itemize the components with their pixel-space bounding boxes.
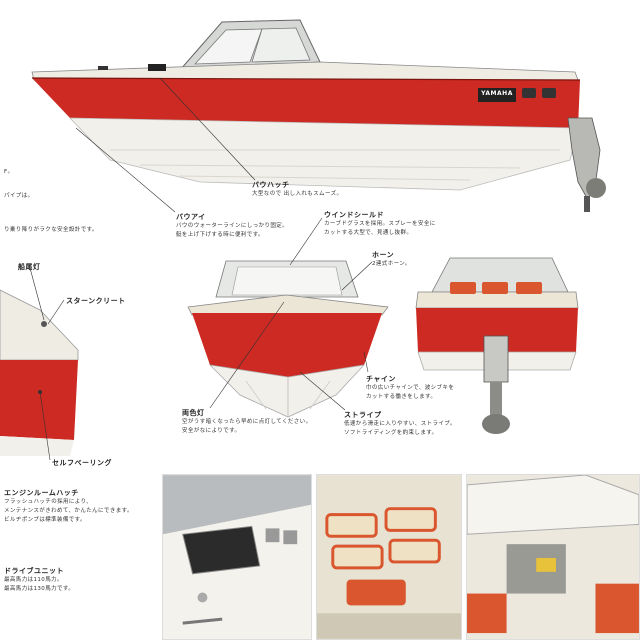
engine-hatch-desc-3: ビルヂポンプは標準装備です。 (4, 517, 86, 523)
nav-light-desc-1: 空がうす暗くなったら早めに点灯してください。 (182, 419, 312, 425)
bow-eye-desc-1: バウのウォーターラインにしっかり固定。 (176, 223, 289, 229)
windshield-title: ウインドシールド (324, 211, 384, 219)
horn-desc: 2連式ホーン。 (372, 261, 411, 267)
engine-hatch-desc-1: フラッシュハッチの採用により、 (4, 499, 93, 505)
bow-hatch-title: バウハッチ (252, 181, 290, 189)
left-fragment-2: パイプは。 (4, 193, 34, 199)
stripe-desc-1: 低速から滑走に入りやすい、ストライプ。 (344, 421, 456, 427)
hatch-photo (162, 474, 312, 640)
bow-eye-desc-2: 艇を上げ下げする時に便利です。 (176, 232, 264, 238)
horn-title: ホーン (372, 251, 395, 259)
chine-desc-1: 巾の広いチャインで、波シブキを (366, 385, 455, 391)
nav-light-desc-2: 安全がなによりです。 (182, 428, 241, 434)
brand-plate: YAMAHA (481, 90, 513, 97)
stripe-desc-2: ソフトライディングを約束します。 (344, 430, 438, 436)
stern-light-title: 船尾灯 (18, 263, 41, 271)
boat-rear-illustration (415, 257, 579, 434)
drive-unit-desc-1: 最高馬力は110馬力。 (4, 577, 63, 583)
left-fragment-1: F。 (4, 169, 14, 175)
windshield-desc-2: カットする大型で、見通し抜群。 (324, 230, 413, 236)
seats-photo (316, 474, 462, 640)
stern-cleat-title: スターンクリート (66, 297, 126, 305)
left-fragment-3: り乗り降りがラクな安全設計です。 (4, 227, 98, 233)
bow-eye-title: バウアイ (176, 213, 206, 221)
drive-unit-title: ドライブユニット (4, 567, 64, 575)
chine-desc-2: カットする働きをします。 (366, 394, 437, 400)
stripe-title: ストライプ (344, 411, 382, 419)
boat-front-illustration (187, 260, 389, 418)
engine-hatch-desc-2: メンテナンスがきわめて、かんたんにできます。 (4, 508, 133, 514)
boat-side-illustration (31, 19, 606, 212)
drive-unit-desc-2: 最高馬力は130馬力です。 (4, 586, 75, 592)
bow-hatch-desc: 大型なので 出し入れもスムーズ。 (252, 191, 343, 197)
chine-title: チャイン (366, 375, 396, 383)
nav-light-title: 両色灯 (182, 409, 205, 417)
self-bailing-title: セルフベーリング (52, 459, 112, 467)
engine-hatch-title: エンジンルームハッチ (4, 489, 79, 497)
windshield-desc-1: カーブドグラスを採用。スプレーを安全に (324, 221, 436, 227)
stern-detail-illustration (0, 289, 79, 456)
engine-photo (466, 474, 640, 640)
